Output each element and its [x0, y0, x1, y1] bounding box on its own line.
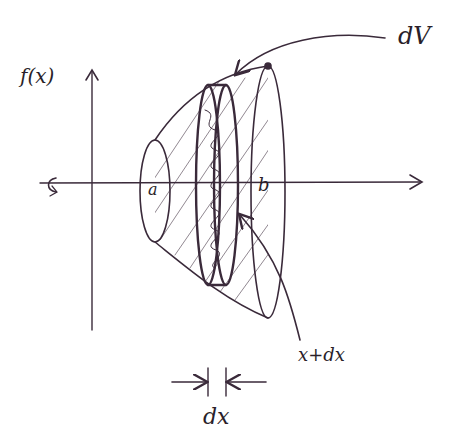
math-label: f(x) — [20, 66, 54, 86]
math-label: a — [148, 182, 158, 198]
math-label: b — [258, 176, 270, 194]
math-label: dV — [398, 24, 431, 48]
math-label: dx — [203, 406, 230, 428]
math-label: x+dx — [298, 346, 345, 364]
